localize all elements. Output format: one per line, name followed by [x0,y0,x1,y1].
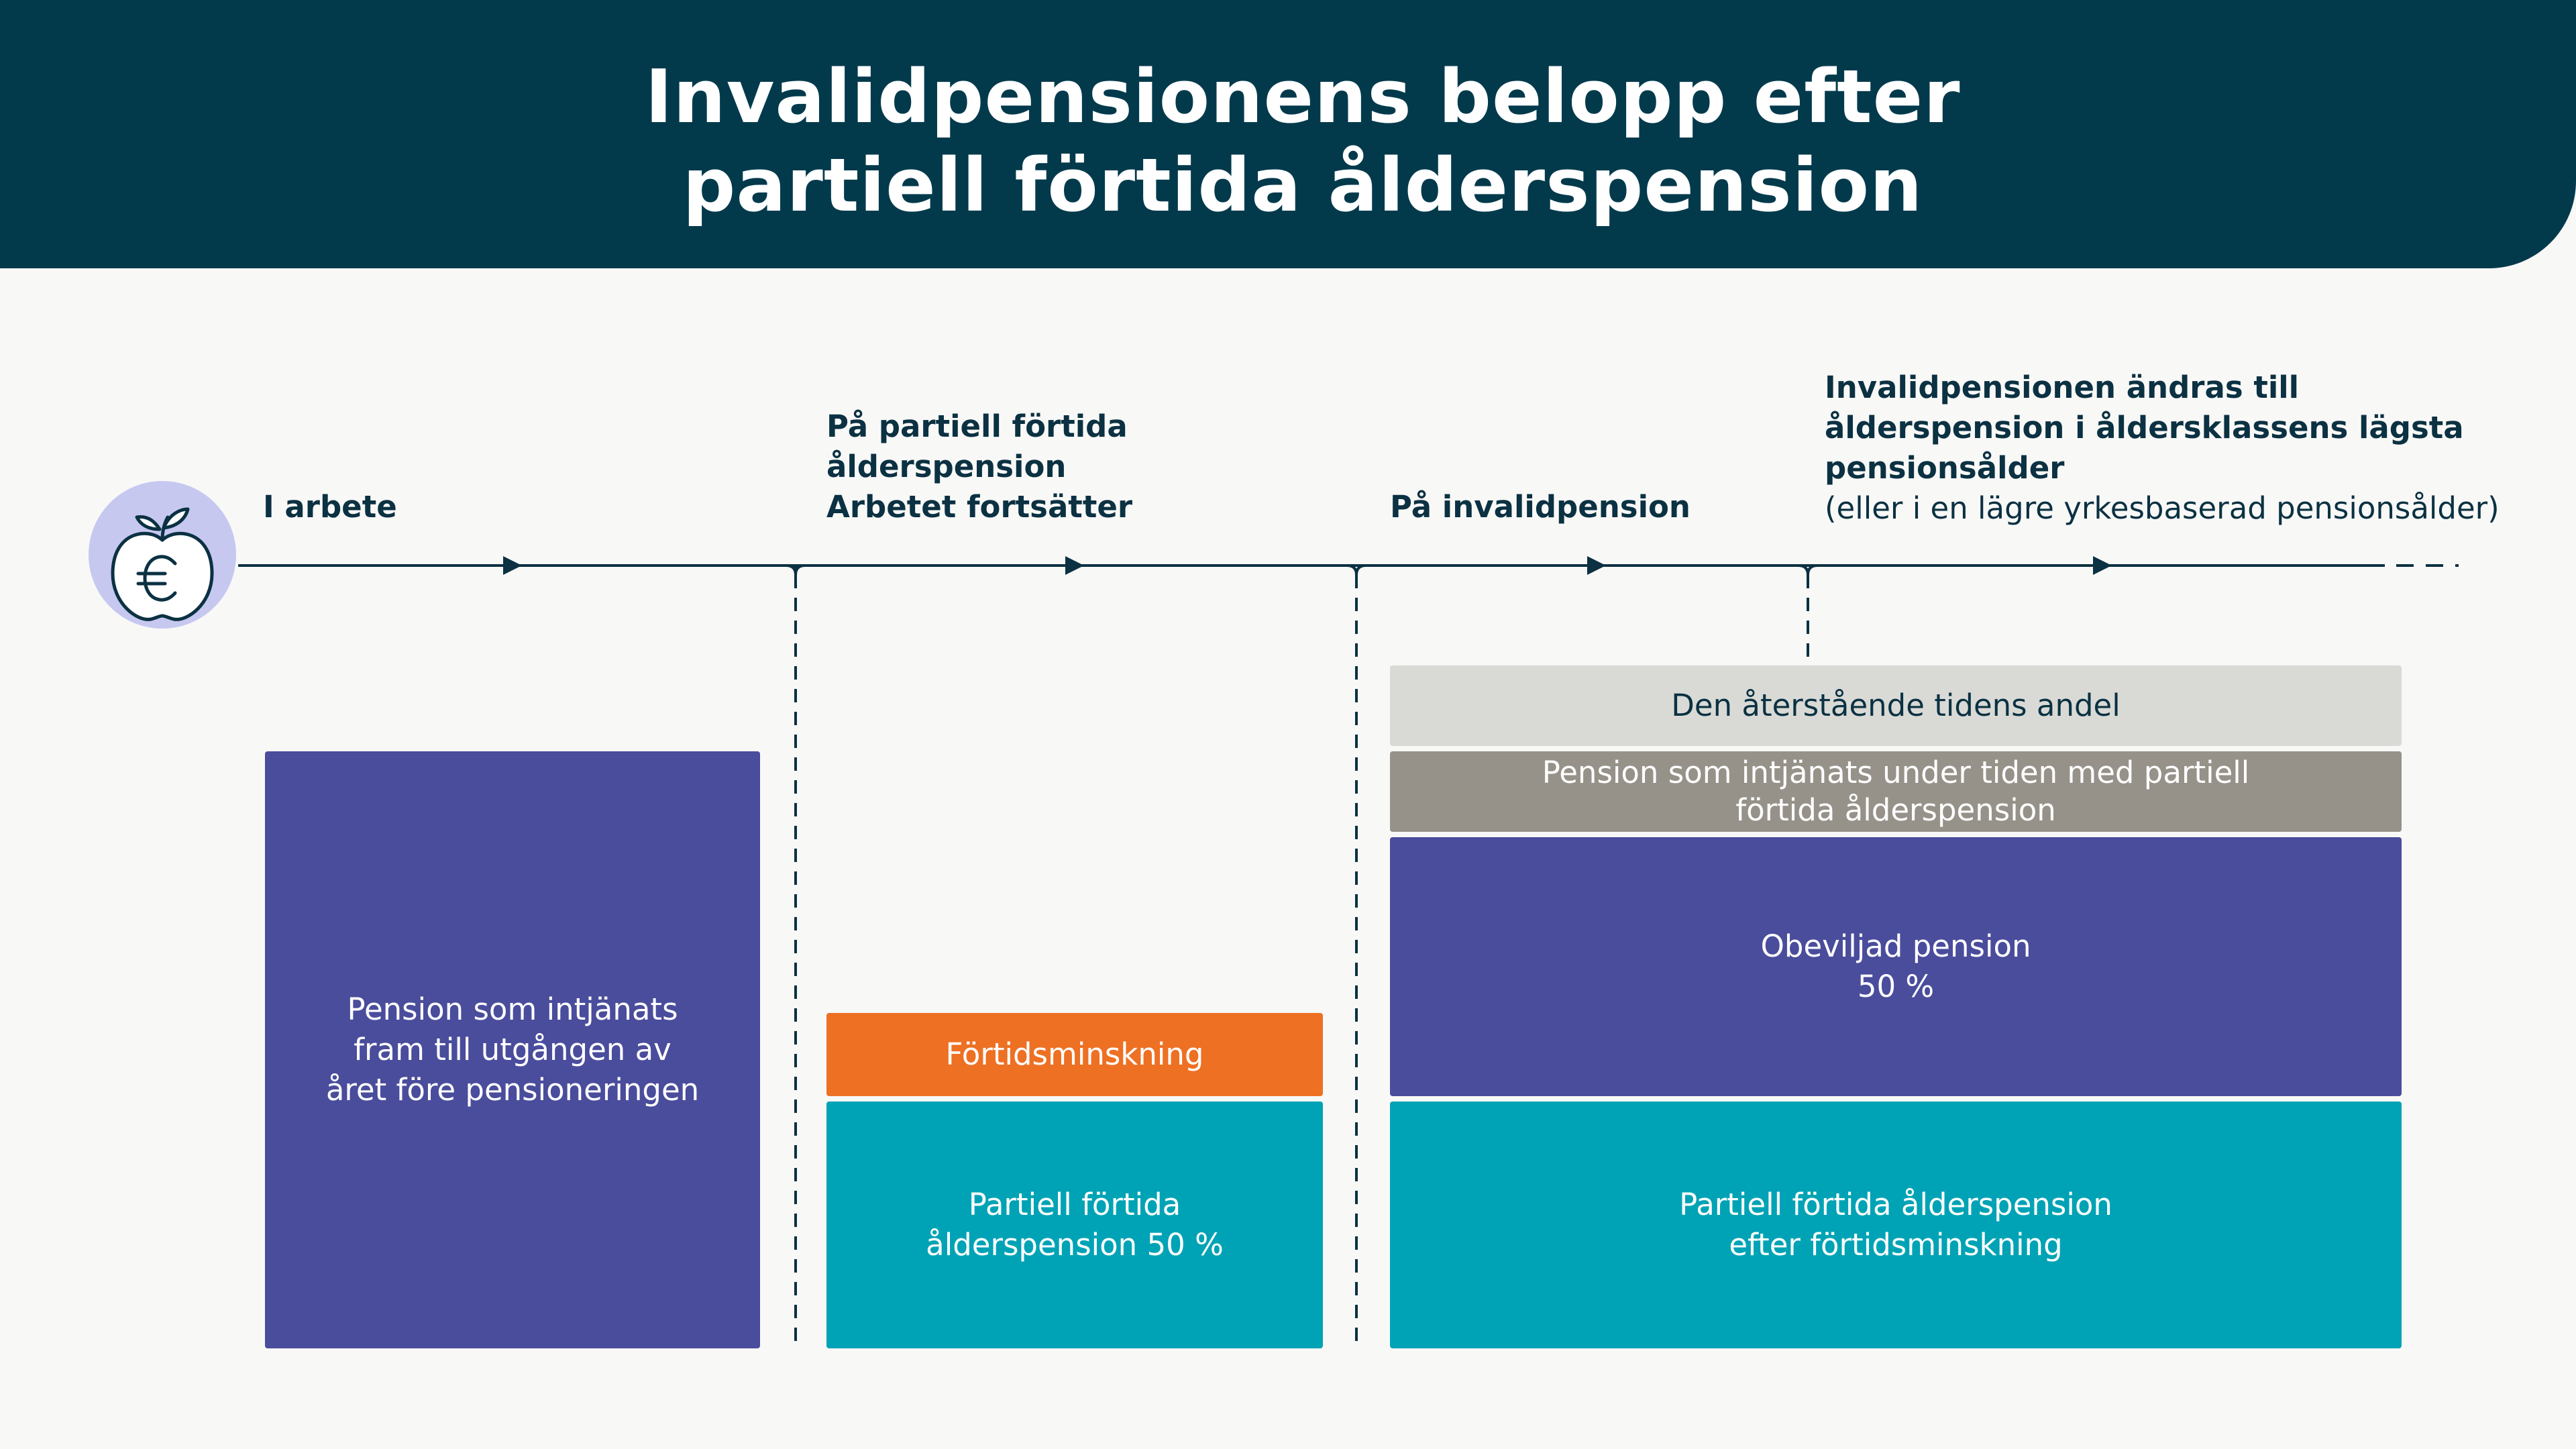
box-text: Förtidsminskning [945,1036,1204,1072]
box-early-reduction: Förtidsminskning [826,1013,1323,1096]
page-title-line-1: Invalidpensionens belopp efter [645,54,1961,140]
box-text: året före pensioneringen [325,1072,700,1108]
arrow-right-icon [503,556,522,575]
stage-label-line: Invalidpensionen ändras till [1825,370,2300,405]
box-text: Obeviljad pension [1760,928,2031,964]
box-text: Pension som intjänats [347,991,678,1027]
box-text: Partiell förtida [968,1187,1181,1222]
divider-curve-1b [794,564,806,576]
stage-label-line: ålderspension i åldersklassens lägsta [1825,410,2464,445]
box-text: Den återstående tidens andel [1671,688,2121,723]
arrow-right-icon [1587,556,1606,575]
stage-label-working: I arbete [263,487,397,527]
box-pension-earned-during-partial: Pension som intjänats under tiden med pa… [1390,751,2402,832]
divider-curve-1 [786,564,797,576]
box-text: Partiell förtida ålderspension [1679,1187,2112,1222]
stage-label-partial-early-pension: På partiell förtida ålderspension Arbete… [826,407,1132,527]
box-text: fram till utgången av [354,1032,672,1067]
stage-label-old-age-pension: Invalidpensionen ändras till ålderspensi… [1825,368,2500,529]
stage-label-line: pensionsålder [1825,450,2065,486]
box-text: förtida ålderspension [1735,792,2056,828]
box-earned-pension: Pension som intjänats fram till utgången… [265,751,760,1348]
page-title: Invalidpensionens belopp efter partiell … [0,52,2576,229]
stage-label-note: (eller i en lägre yrkesbaserad pensionså… [1825,490,2500,526]
stage-label-disability-pension: På invalidpension [1390,487,1690,527]
box-partial-after-reduction: Partiell förtida ålderspension efter för… [1390,1102,2402,1348]
stage-label-line: I arbete [263,489,397,525]
divider-curve-3 [1798,564,1809,576]
box-unapproved-pension: Obeviljad pension 50 % [1390,837,2402,1096]
divider-curve-3b [1807,564,1818,576]
arrow-right-icon [2093,556,2112,575]
stage-label-line: ålderspension [826,449,1067,484]
euro-apple-icon [87,480,238,631]
stage-label-line: Arbetet fortsätter [826,489,1133,525]
stage-label-line: På invalidpension [1390,489,1690,525]
box-partial-early-pension: Partiell förtida ålderspension 50 % [826,1102,1323,1348]
stage-label-line: På partiell förtida [826,409,1128,444]
box-text: Pension som intjänats under tiden med pa… [1542,755,2250,790]
box-text: 50 % [1857,969,1935,1004]
page-title-line-2: partiell förtida ålderspension [682,142,1923,228]
divider-curve-2b [1355,564,1366,576]
arrow-right-icon [1065,556,1084,575]
box-text: efter förtidsminskning [1729,1227,2063,1263]
box-remaining-time-share: Den återstående tidens andel [1390,665,2402,746]
divider-curve-2 [1346,564,1358,576]
box-text: ålderspension 50 % [926,1227,1224,1263]
header-banner [0,0,2576,268]
